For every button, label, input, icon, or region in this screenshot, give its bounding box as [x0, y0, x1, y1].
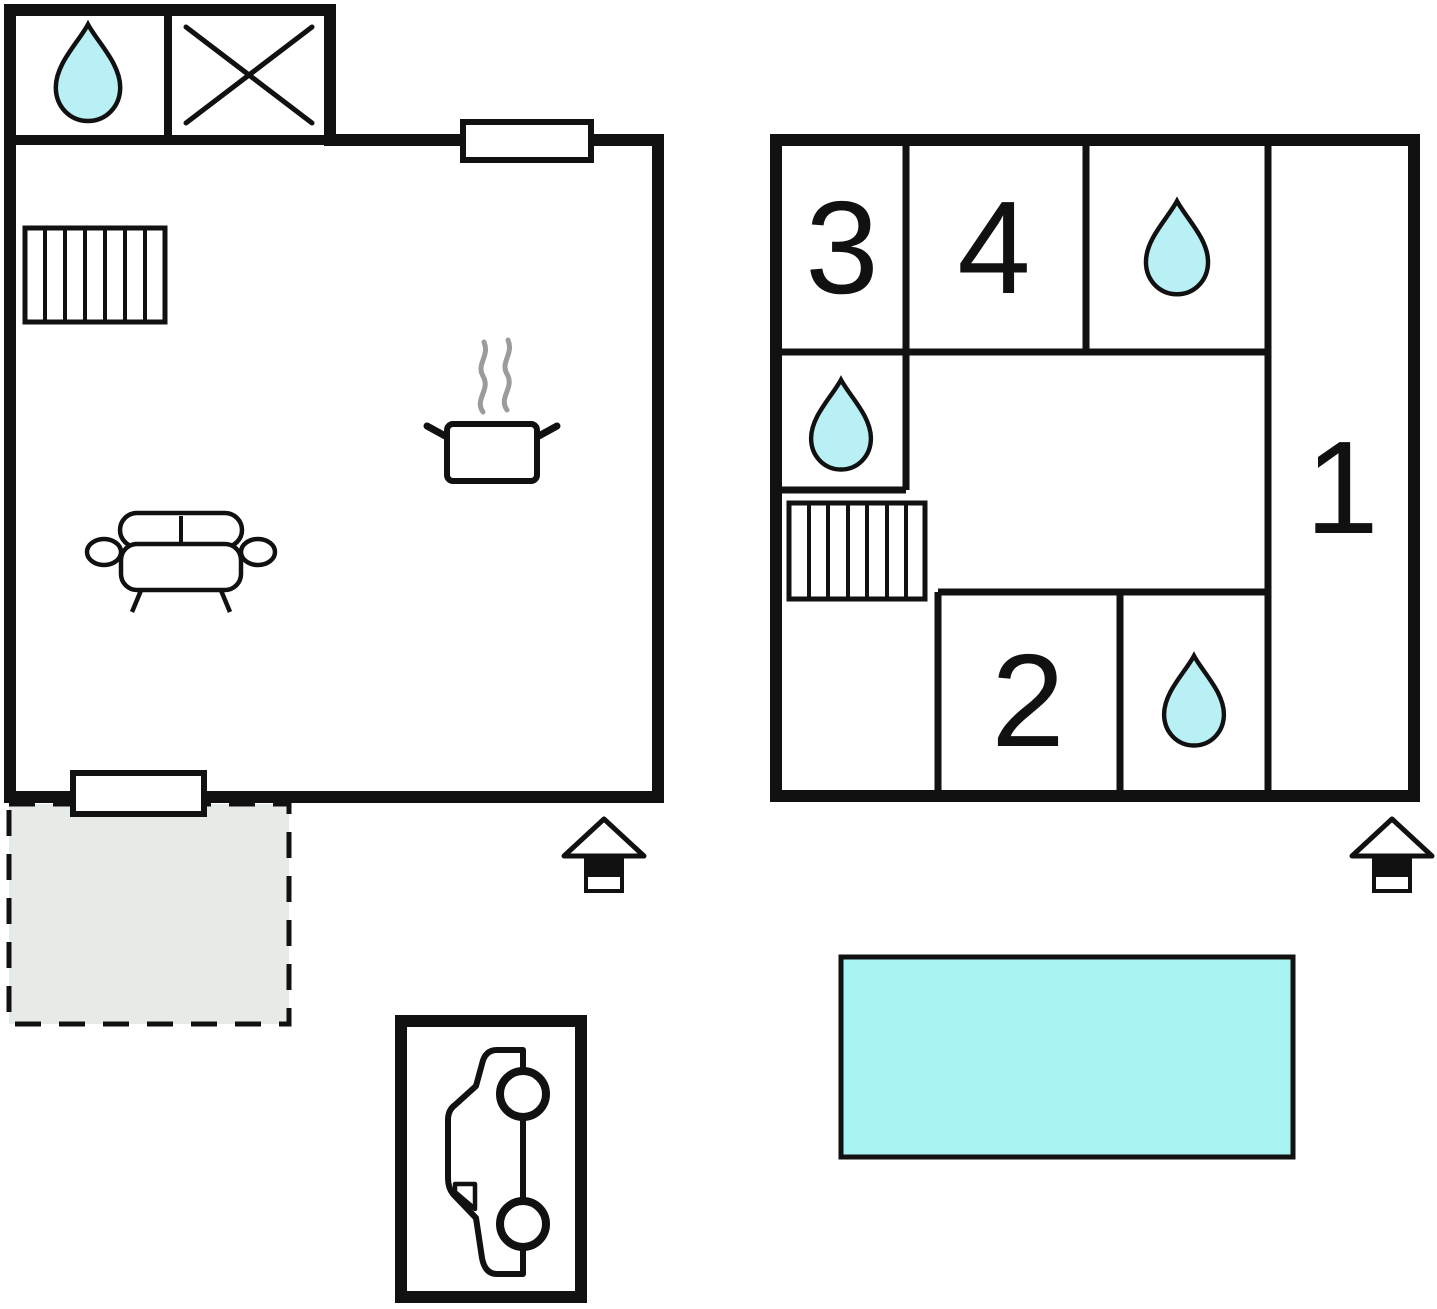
upper-floor-outer-walls — [770, 134, 1420, 802]
stove-icon — [423, 340, 561, 484]
swimming-pool — [838, 954, 1296, 1160]
upper-floor-inner-walls — [776, 140, 1272, 796]
entrance-icon — [1352, 819, 1432, 891]
ground-floor-plan — [4, 4, 664, 1027]
cross-icon — [183, 24, 315, 126]
terrace-area — [6, 801, 292, 1027]
sofa-icon — [84, 510, 278, 613]
room-3-label: 3 — [805, 174, 878, 321]
room-1-label: 1 — [1305, 414, 1378, 561]
terrace-door — [70, 770, 207, 817]
exterior — [395, 954, 1296, 1303]
entrance-icon — [564, 819, 644, 891]
garage — [395, 1015, 587, 1303]
stairs-icon — [786, 500, 928, 602]
upper-floor-plan: 3 4 1 2 — [770, 134, 1432, 891]
stairs-icon — [22, 225, 168, 325]
ground-floor-outer-walls — [4, 4, 664, 803]
car-icon — [445, 1047, 550, 1277]
window — [460, 119, 594, 163]
room-4-label: 4 — [957, 174, 1030, 321]
room-2-label: 2 — [991, 627, 1064, 774]
